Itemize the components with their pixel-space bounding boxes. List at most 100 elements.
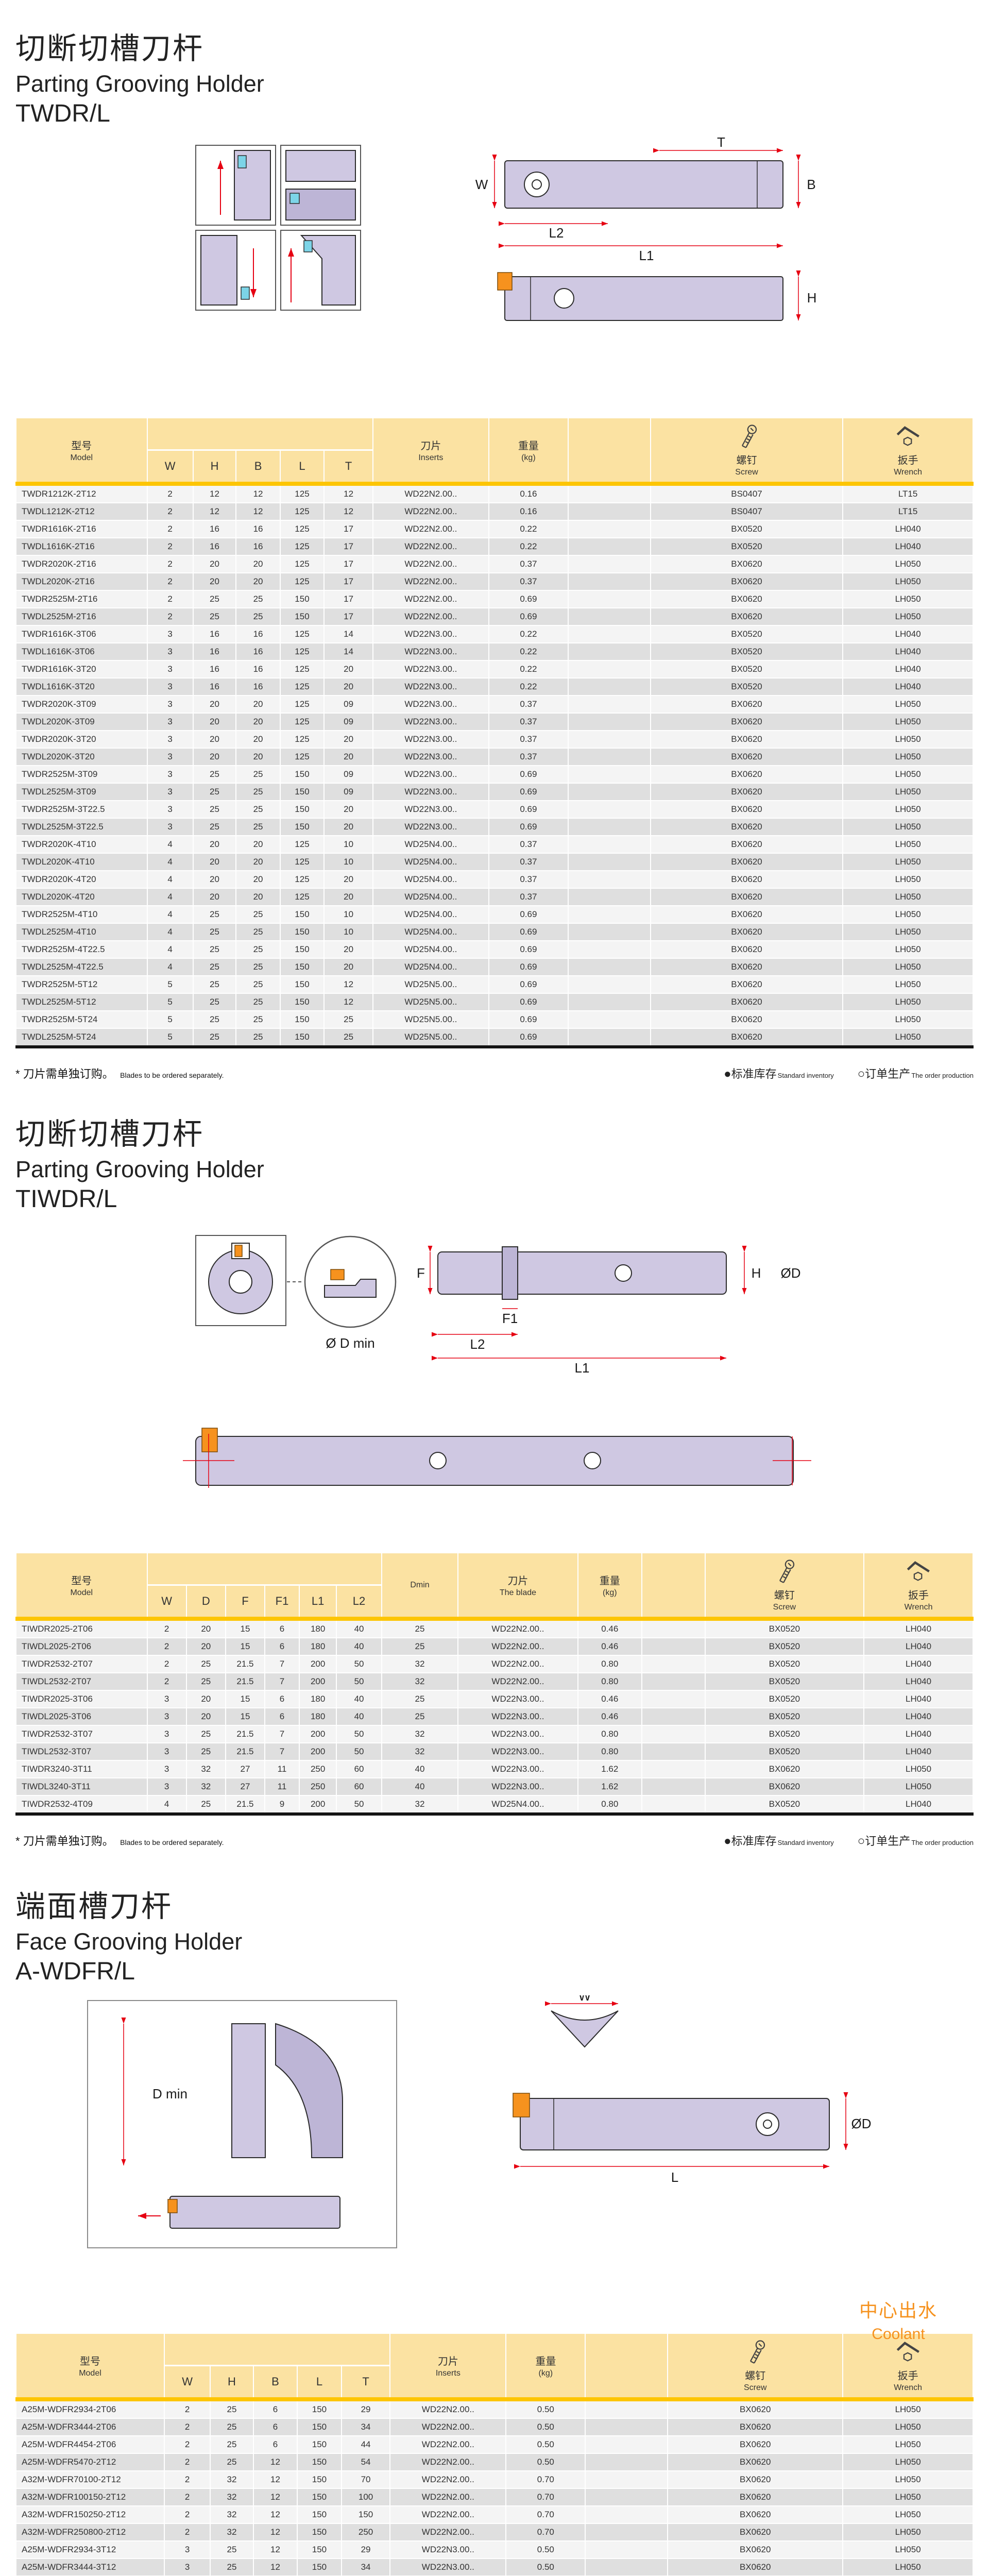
value-cell: 0.69 (488, 906, 569, 924)
value-cell: 17 (323, 573, 373, 591)
value-cell: 16 (235, 660, 281, 679)
value-cell (585, 2506, 669, 2524)
value-cell: 125 (279, 678, 325, 697)
value-cell: BX0620 (650, 555, 844, 574)
value-cell: 150 (279, 906, 325, 924)
value-cell: 20 (192, 748, 237, 767)
table-header: 型号 Model 刀片 Inserts 重量 (kg) (15, 418, 974, 484)
value-cell: 10 (323, 923, 373, 942)
value-cell: 4 (146, 871, 194, 889)
value-cell (567, 555, 651, 574)
value-cell: 14 (323, 643, 373, 662)
value-cell (567, 590, 651, 609)
value-cell: WD25N4.00.. (372, 871, 489, 889)
value-cell: 21.5 (225, 1795, 266, 1816)
value-cell: WD22N3.00.. (372, 625, 489, 644)
value-cell: 20 (192, 836, 237, 854)
value-cell: BX0620 (704, 1760, 865, 1779)
value-cell: 125 (279, 538, 325, 556)
value-cell: 25 (192, 590, 237, 609)
footnote: * 刀片需单独订购。 Blades to be ordered separate… (15, 1067, 224, 1081)
value-cell: 25 (235, 958, 281, 977)
value-cell (567, 818, 651, 837)
value-cell: WD22N2.00.. (457, 1617, 578, 1639)
col-b: B (252, 2365, 298, 2400)
value-cell: LH050 (842, 2471, 974, 2489)
legend-standard-inventory: ● 标准库存 Standard inventory (724, 1067, 834, 1081)
value-cell: 3 (146, 766, 194, 784)
value-cell: 0.46 (577, 1617, 643, 1639)
value-cell: 2 (146, 1673, 187, 1691)
col-weight: 重量 (kg) (577, 1553, 643, 1619)
model-cell: TWDR2525M-4T10 (15, 906, 148, 924)
table-header: 型号 Model Dmin 刀片 The blade 重量 (kg) (15, 1553, 974, 1619)
value-cell: 0.37 (488, 853, 569, 872)
value-cell: BX0620 (650, 608, 844, 626)
model-cell: TWDR2525M-3T09 (15, 766, 148, 784)
value-cell: LH050 (863, 1760, 974, 1779)
dim-label-t: T (717, 138, 725, 150)
value-cell: WD22N2.00.. (372, 520, 489, 539)
col-blade: 刀片 The blade (457, 1553, 578, 1619)
value-cell: 2 (146, 1617, 187, 1639)
value-cell: WD22N2.00.. (389, 2397, 507, 2419)
value-cell: 0.70 (505, 2471, 586, 2489)
value-cell: LH050 (842, 590, 974, 609)
legend-order-production: ○ 订单生产 The order production (857, 1834, 974, 1849)
value-cell: BX0620 (650, 590, 844, 609)
value-cell: BX0620 (650, 888, 844, 907)
section-series: TWDR/L (15, 100, 110, 128)
value-cell: 25 (192, 818, 237, 837)
value-cell: LH040 (842, 660, 974, 679)
value-cell: LH040 (863, 1795, 974, 1816)
twdr-spec-table: 型号 Model 刀片 Inserts 重量 (kg) (15, 418, 974, 1049)
value-cell: BX0620 (650, 923, 844, 942)
value-cell (567, 1028, 651, 1049)
value-cell (567, 538, 651, 556)
value-cell: 0.16 (488, 503, 569, 521)
model-cell: TWDL2020K-4T20 (15, 888, 148, 907)
value-cell: LH040 (863, 1673, 974, 1691)
value-cell: 25 (235, 608, 281, 626)
value-cell: 0.37 (488, 836, 569, 854)
model-cell: TWDR2525M-4T22.5 (15, 941, 148, 959)
col-dmin: Dmin (381, 1553, 459, 1619)
col-screw: 螺钉 Screw (650, 418, 844, 484)
value-cell (567, 871, 651, 889)
value-cell: 20 (323, 678, 373, 697)
value-cell (567, 853, 651, 872)
value-cell: BX0620 (650, 871, 844, 889)
value-cell: 20 (323, 748, 373, 767)
value-cell: BX0620 (650, 801, 844, 819)
dim-label-f: F (417, 1265, 425, 1281)
value-cell: LT15 (842, 503, 974, 521)
legend-order-production: ○ 订单生产 The order production (857, 1067, 974, 1081)
value-cell: BX0520 (650, 660, 844, 679)
value-cell: 20 (185, 1617, 226, 1639)
value-cell: 10 (323, 906, 373, 924)
value-cell: 25 (192, 1011, 237, 1029)
value-cell: 0.22 (488, 643, 569, 662)
value-cell: 0.80 (577, 1743, 643, 1761)
value-cell: 27 (225, 1760, 266, 1779)
value-cell: 12 (323, 976, 373, 994)
value-cell: BX0520 (650, 520, 844, 539)
value-cell: BX0620 (650, 976, 844, 994)
value-cell: BX0620 (650, 1011, 844, 1029)
value-cell: 20 (235, 696, 281, 714)
value-cell: BS0407 (650, 503, 844, 521)
value-cell: 20 (323, 871, 373, 889)
col-wrench: 扳手 Wrench (842, 418, 974, 484)
dim-label-l1: L1 (639, 248, 654, 263)
